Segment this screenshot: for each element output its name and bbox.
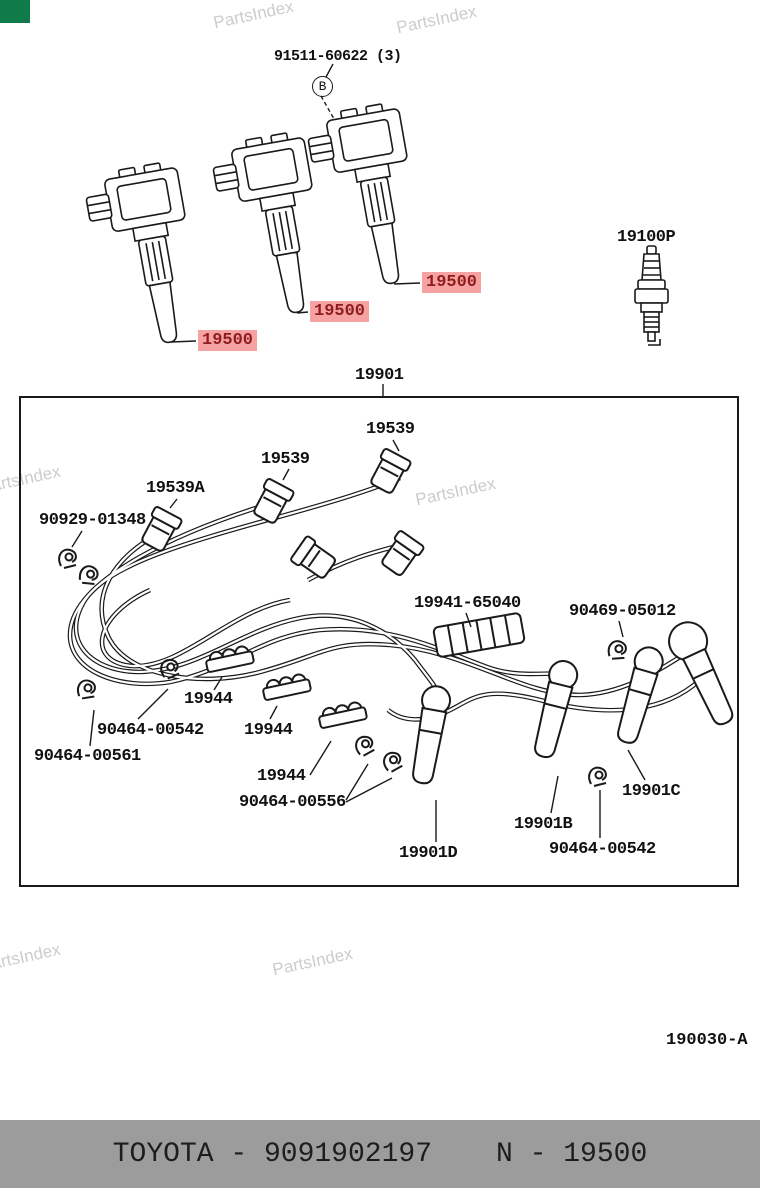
boot-part-label-b: 19901B (514, 815, 573, 834)
spark-plug-drawing (634, 245, 669, 346)
wire-set-box (19, 396, 739, 887)
wire-clip-drawing-d1 (353, 733, 377, 758)
clamp-part-label-3: 19944 (257, 767, 306, 786)
coil-part-label-3[interactable]: 19500 (422, 272, 482, 293)
wire-clip-drawing-d2 (381, 749, 405, 774)
wire-clamp-drawing-1 (203, 643, 256, 674)
leader-lines-box (71, 439, 646, 842)
coil-part-label-2[interactable]: 19500 (310, 301, 370, 322)
clamp-part-label-2: 19944 (244, 721, 293, 740)
clip-part-label-2: 90469-05012 (569, 602, 676, 621)
clip-part-label-5: 90464-00556 (239, 793, 346, 812)
boot-part-label-d: 19901D (399, 844, 458, 863)
spark-plug-part-label: 19100P (617, 228, 676, 247)
footer-catalog-part: N - 19500 (496, 1138, 648, 1170)
clip-part-label-6: 90464-00542 (549, 840, 656, 859)
wire-clip-drawing-a1 (58, 548, 77, 569)
wire-clip-drawing-c (76, 678, 97, 701)
leader-lines-top (170, 63, 421, 397)
bolt-part-label: 91511-60622 (3) (274, 48, 402, 65)
ignition-coil-drawing-1 (81, 159, 208, 354)
plug-boot-drawing-d (406, 683, 454, 787)
footer-brand-part: TOYOTA - 9091902197 (112, 1138, 433, 1170)
clamp-part-label-1: 19944 (184, 690, 233, 709)
corner-accent (0, 0, 30, 23)
separator-part-label: 19941-65040 (414, 594, 521, 613)
footer-bar: TOYOTA - 9091902197 N - 19500 (0, 1120, 760, 1188)
cap-part-label-1: 19539 (366, 420, 415, 439)
wire-clip-drawing-f (588, 766, 607, 787)
plug-boot-drawing-c (611, 643, 668, 748)
cap-part-label-3: 19539A (146, 479, 205, 498)
coil-part-label-1[interactable]: 19500 (198, 330, 258, 351)
ignition-coil-drawing-3 (303, 100, 430, 295)
plug-boot-drawing-right (668, 621, 734, 726)
wire-clamp-drawing-2 (260, 671, 313, 702)
wire-cap-drawing-5 (377, 529, 426, 580)
wire-clamp-drawing-3 (316, 699, 369, 730)
boot-part-label-c: 19901C (622, 782, 681, 801)
doc-reference: 190030-A (666, 1031, 748, 1050)
clip-part-label-3: 90464-00542 (97, 721, 204, 740)
cap-part-label-2: 19539 (261, 450, 310, 469)
wire-separator-drawing (432, 611, 526, 659)
clip-part-label-4: 90464-00561 (34, 747, 141, 766)
wire-cap-drawing-2 (249, 477, 296, 527)
wire-clip-drawing-a2 (76, 562, 101, 588)
clip-part-label-1: 90929-01348 (39, 511, 146, 530)
connector-b-marker: B (312, 76, 333, 97)
wire-clip-drawing-e (606, 638, 629, 662)
wire-set-part-label: 19901 (355, 366, 404, 385)
